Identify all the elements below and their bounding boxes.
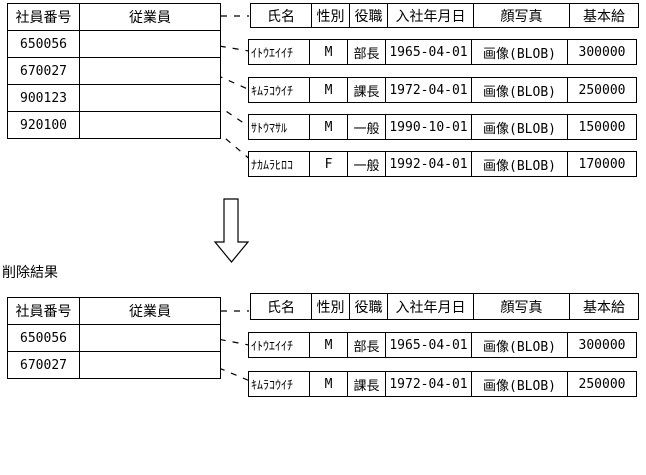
table-header-row: 社員番号 従業員 bbox=[8, 298, 220, 324]
employee-cell-empty bbox=[80, 112, 220, 138]
name-cell: ﾅｶﾑﾗﾋﾛｺ bbox=[249, 152, 310, 176]
deletion-result-label: 削除結果 bbox=[2, 265, 58, 281]
employee-cell-empty bbox=[80, 58, 220, 84]
table-row: 900123 bbox=[8, 84, 220, 111]
role-header: 役職 bbox=[350, 4, 388, 27]
down-arrow-icon bbox=[213, 198, 250, 263]
employee-number-header: 社員番号 bbox=[8, 298, 80, 324]
salary-cell: 300000 bbox=[578, 44, 626, 60]
photo-cell: 画像(BLOB) bbox=[472, 115, 568, 139]
photo-cell: 画像(BLOB) bbox=[472, 372, 568, 396]
salary-header: 基本給 bbox=[583, 8, 625, 25]
employee-cell-empty bbox=[80, 85, 220, 111]
employee-cell-empty bbox=[80, 31, 220, 57]
gender-cell: F bbox=[310, 152, 348, 176]
salary-cell: 250000 bbox=[578, 82, 626, 98]
photo-cell: 画像(BLOB) bbox=[472, 40, 568, 64]
gender-cell: M bbox=[310, 115, 348, 139]
photo-cell: 画像(BLOB) bbox=[472, 78, 568, 102]
record-row: ｷﾑﾗｺｳｲﾁ M 課長 1972-04-01 画像(BLOB) 250000 bbox=[248, 77, 637, 103]
name-cell: ｲﾄｳｴｲｲﾁ bbox=[249, 40, 310, 64]
employee-header: 従業員 bbox=[129, 10, 171, 26]
hire-date-header: 入社年月日 bbox=[388, 4, 474, 27]
employee-number-cell: 900123 bbox=[8, 85, 80, 111]
hire-date-cell: 1965-04-01 bbox=[386, 40, 472, 64]
gender-cell: M bbox=[310, 333, 348, 357]
employee-number-cell: 650056 bbox=[8, 31, 80, 57]
name-cell: ｷﾑﾗｺｳｲﾁ bbox=[249, 372, 310, 396]
hire-date-cell: 1965-04-01 bbox=[386, 333, 472, 357]
role-cell: 一般 bbox=[348, 115, 386, 139]
name-header: 氏名 bbox=[251, 294, 312, 319]
hire-date-cell: 1972-04-01 bbox=[386, 372, 472, 396]
name-cell: ｲﾄｳｴｲｲﾁ bbox=[249, 333, 310, 357]
employee-number-cell: 670027 bbox=[8, 352, 80, 378]
employee-number-cell: 670027 bbox=[8, 58, 80, 84]
employee-number-header: 社員番号 bbox=[8, 4, 80, 30]
hire-date-cell: 1972-04-01 bbox=[386, 78, 472, 102]
salary-cell: 250000 bbox=[578, 376, 626, 392]
employee-number-cell: 650056 bbox=[8, 325, 80, 351]
salary-cell: 300000 bbox=[578, 337, 626, 353]
hire-date-header: 入社年月日 bbox=[388, 294, 474, 319]
photo-cell: 画像(BLOB) bbox=[472, 333, 568, 357]
table-row: 670027 bbox=[8, 57, 220, 84]
role-cell: 課長 bbox=[348, 372, 386, 396]
salary-cell: 150000 bbox=[578, 119, 626, 135]
record-row: ﾅｶﾑﾗﾋﾛｺ F 一般 1992-04-01 画像(BLOB) 170000 bbox=[248, 151, 637, 177]
photo-header: 顔写真 bbox=[474, 4, 570, 27]
hire-date-cell: 1992-04-01 bbox=[386, 152, 472, 176]
name-cell: ｷﾑﾗｺｳｲﾁ bbox=[249, 78, 310, 102]
role-cell: 部長 bbox=[348, 40, 386, 64]
table-header-row: 社員番号 従業員 bbox=[8, 4, 220, 30]
hire-date-cell: 1990-10-01 bbox=[386, 115, 472, 139]
table-row: 650056 bbox=[8, 30, 220, 57]
salary-cell: 170000 bbox=[578, 156, 626, 172]
gender-cell: M bbox=[310, 372, 348, 396]
employee-header: 従業員 bbox=[129, 304, 171, 320]
record-row: ｷﾑﾗｺｳｲﾁ M 課長 1972-04-01 画像(BLOB) 250000 bbox=[248, 371, 637, 397]
gender-header: 性別 bbox=[312, 294, 350, 319]
gender-header: 性別 bbox=[312, 4, 350, 27]
employee-table-bottom: 社員番号 従業員 650056 670027 bbox=[7, 297, 221, 379]
record-row: ｲﾄｳｴｲｲﾁ M 部長 1965-04-01 画像(BLOB) 300000 bbox=[248, 332, 637, 358]
record-header-top: 氏名 性別 役職 入社年月日 顔写真 基本給 bbox=[250, 3, 639, 28]
table-row: 670027 bbox=[8, 351, 220, 378]
employee-cell-empty bbox=[80, 352, 220, 378]
role-cell: 課長 bbox=[348, 78, 386, 102]
record-header-bottom: 氏名 性別 役職 入社年月日 顔写真 基本給 bbox=[250, 293, 639, 320]
role-header: 役職 bbox=[350, 294, 388, 319]
employee-cell-empty bbox=[80, 325, 220, 351]
role-cell: 部長 bbox=[348, 333, 386, 357]
table-row: 920100 bbox=[8, 111, 220, 138]
salary-header: 基本給 bbox=[583, 299, 625, 316]
name-cell: ｻﾄｳﾏｻﾙ bbox=[249, 115, 310, 139]
photo-header: 顔写真 bbox=[474, 294, 570, 319]
employee-table-top: 社員番号 従業員 650056 670027 900123 920100 bbox=[7, 3, 221, 139]
gender-cell: M bbox=[310, 78, 348, 102]
employee-number-cell: 920100 bbox=[8, 112, 80, 138]
name-header: 氏名 bbox=[251, 4, 312, 27]
role-cell: 一般 bbox=[348, 152, 386, 176]
gender-cell: M bbox=[310, 40, 348, 64]
table-row: 650056 bbox=[8, 324, 220, 351]
record-row: ｻﾄｳﾏｻﾙ M 一般 1990-10-01 画像(BLOB) 150000 bbox=[248, 114, 637, 140]
photo-cell: 画像(BLOB) bbox=[472, 152, 568, 176]
record-row: ｲﾄｳｴｲｲﾁ M 部長 1965-04-01 画像(BLOB) 300000 bbox=[248, 39, 637, 65]
